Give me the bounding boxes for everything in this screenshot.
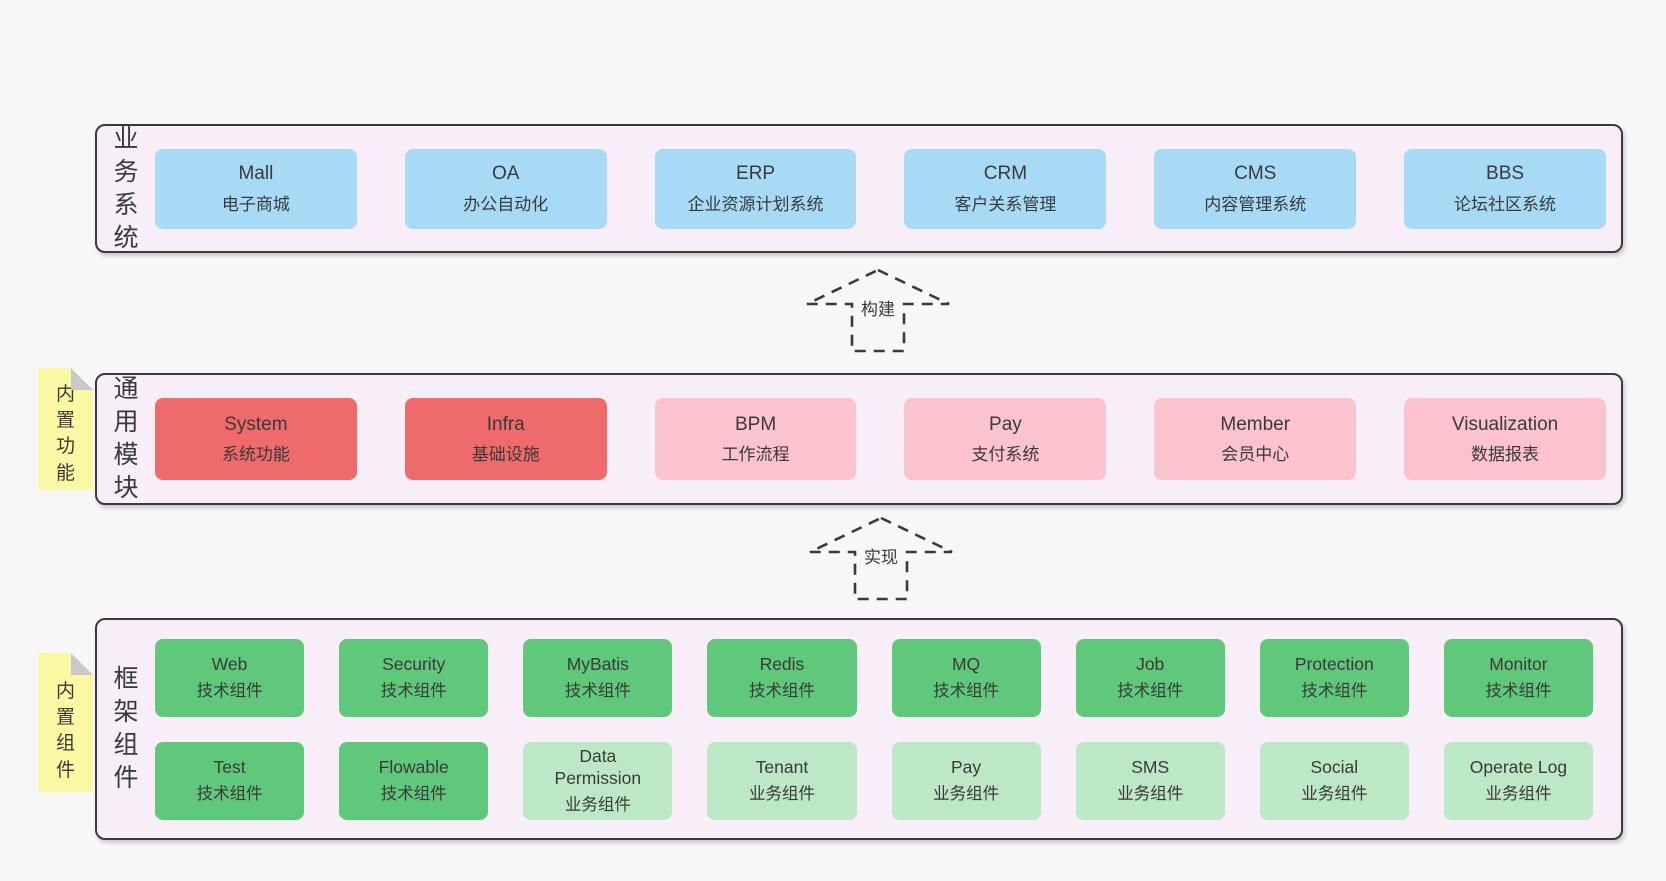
box-web: Web 技术组件 <box>155 638 305 717</box>
business-systems-row: Mall 电子商城 OA 办公自动化 ERP 企业资源计划系统 CRM 客户关系… <box>155 148 1606 229</box>
common-modules-row: System 系统功能 Infra 基础设施 BPM 工作流程 Pay 支付系统… <box>155 398 1606 480</box>
box-sms: SMS 业务组件 <box>1075 741 1225 820</box>
box-pay-component: Pay 业务组件 <box>891 741 1041 820</box>
box-member: Member 会员中心 <box>1154 398 1357 480</box>
box-protection: Protection 技术组件 <box>1259 638 1409 717</box>
box-oa: OA 办公自动化 <box>404 148 607 229</box>
box-erp: ERP 企业资源计划系统 <box>654 148 857 229</box>
sticky-built-in-features: 内置功能 <box>38 368 93 490</box>
box-redis: Redis 技术组件 <box>707 638 857 717</box>
arrow-implement-label: 实现 <box>861 542 901 569</box>
band-common-modules: 通用模块 System 系统功能 Infra 基础设施 BPM 工作流程 Pay… <box>95 373 1623 505</box>
box-social: Social 业务组件 <box>1259 741 1409 820</box>
box-flowable: Flowable 技术组件 <box>339 741 489 820</box>
box-operate-log: Operate Log 业务组件 <box>1443 741 1593 820</box>
box-test: Test 技术组件 <box>155 741 305 820</box>
box-cms: CMS 内容管理系统 <box>1154 148 1357 229</box>
sticky-built-in-components: 内置组件 <box>38 653 93 792</box>
band-business-systems: 业务系统 Mall 电子商城 OA 办公自动化 ERP 企业资源计划系统 CRM… <box>95 124 1623 253</box>
box-infra: Infra 基础设施 <box>404 398 607 480</box>
box-monitor: Monitor 技术组件 <box>1443 638 1593 717</box>
box-system: System 系统功能 <box>155 398 357 480</box>
box-security: Security 技术组件 <box>339 638 489 717</box>
box-bbs: BBS 论坛社区系统 <box>1404 148 1606 229</box>
box-job: Job 技术组件 <box>1075 638 1225 717</box>
box-bpm: BPM 工作流程 <box>654 398 857 480</box>
box-mall: Mall 电子商城 <box>155 148 357 229</box>
band-framework-components: 框架组件 Web 技术组件 Security 技术组件 MyBatis 技术组件… <box>95 618 1623 840</box>
box-mq: MQ 技术组件 <box>891 638 1041 717</box>
up-arrow-icon <box>806 268 950 353</box>
band-business-systems-label: 业务系统 <box>113 124 139 252</box>
box-pay-module: Pay 支付系统 <box>904 398 1107 480</box>
up-arrow-icon <box>809 516 953 601</box>
box-data-permission: Data Permission 业务组件 <box>523 741 673 820</box>
box-crm: CRM 客户关系管理 <box>904 148 1107 229</box>
box-tenant: Tenant 业务组件 <box>707 741 857 820</box>
arrow-implement: 实现 <box>806 514 956 602</box>
band-framework-components-label: 框架组件 <box>113 665 139 792</box>
framework-components-grid: Web 技术组件 Security 技术组件 MyBatis 技术组件 Redi… <box>155 638 1593 820</box>
band-common-modules-label: 通用模块 <box>113 375 139 502</box>
box-mybatis: MyBatis 技术组件 <box>523 638 673 717</box>
arrow-build: 构建 <box>803 266 953 354</box>
box-visualization: Visualization 数据报表 <box>1404 398 1606 480</box>
arrow-build-label: 构建 <box>858 294 898 321</box>
